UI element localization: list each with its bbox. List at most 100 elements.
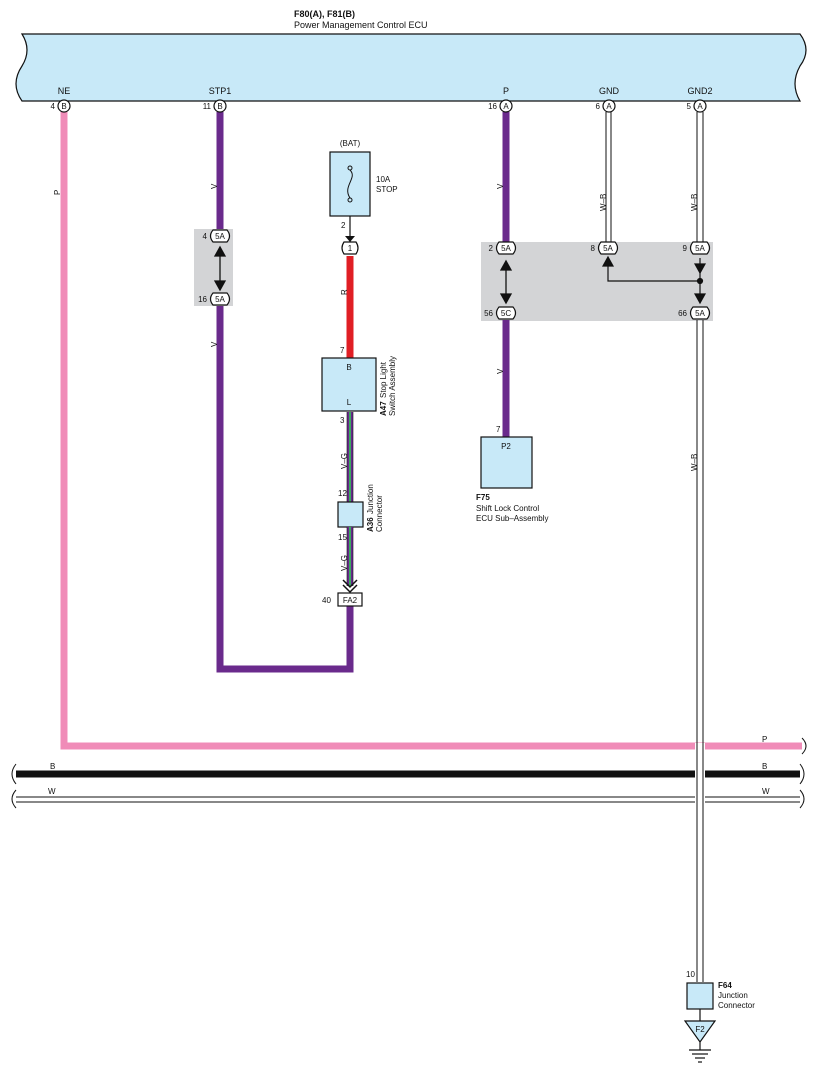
wire-label-w-left: W bbox=[48, 787, 56, 796]
wire-label-p-b: V bbox=[496, 368, 505, 374]
fuse-pin: 2 bbox=[341, 221, 346, 230]
svg-text:66: 66 bbox=[678, 309, 687, 318]
ground-icon bbox=[689, 1042, 711, 1063]
splice-left-conn-4: 5A 4 bbox=[203, 229, 231, 243]
wire-label-vg-1: V–G bbox=[340, 453, 349, 469]
f64-pin: 10 bbox=[686, 970, 695, 979]
wire-label-b-left: B bbox=[50, 762, 55, 771]
fuse-arrow-icon bbox=[345, 236, 355, 242]
a36-body bbox=[337, 501, 364, 528]
wire-label-r: R bbox=[340, 289, 349, 295]
splice-right-conn-8: 5A 8 bbox=[591, 241, 619, 255]
ground-label: F2 bbox=[695, 1025, 705, 1034]
wire-gnd-wb bbox=[605, 112, 612, 242]
svg-text:5A: 5A bbox=[603, 244, 613, 253]
splice-right-conn-9: 5A9 bbox=[683, 241, 711, 255]
wire-label-gnd2-b: W–B bbox=[690, 454, 699, 471]
svg-text:Junction: Junction bbox=[366, 484, 375, 514]
ecu-pin-conn: B bbox=[61, 102, 66, 111]
wire-label-gnd: W–B bbox=[599, 194, 608, 211]
splice-right-arrows-p bbox=[499, 259, 513, 305]
fa2-label: FA2 bbox=[343, 596, 358, 605]
a47-body bbox=[321, 357, 377, 412]
f64-line2: Connector bbox=[718, 1001, 755, 1010]
ecu-pin-conn: B bbox=[217, 102, 222, 111]
pin-label-p: P bbox=[503, 86, 509, 96]
svg-text:4: 4 bbox=[203, 232, 208, 241]
fuse-rating: 10A bbox=[376, 175, 391, 184]
f64-code: F64 bbox=[718, 981, 732, 990]
ecu-pin-conn: A bbox=[606, 102, 612, 111]
ecu-pin-num: 4 bbox=[51, 102, 56, 111]
wire-gnd2-wb bbox=[696, 112, 704, 982]
wire-gnd2-crossover-lines bbox=[696, 743, 704, 805]
wire-label-stp1-a: V bbox=[210, 183, 219, 189]
fuse-name: STOP bbox=[376, 185, 398, 194]
conn-1-label: 1 bbox=[348, 244, 353, 253]
svg-text:5A: 5A bbox=[215, 232, 225, 241]
a36-pin-out: 15 bbox=[338, 533, 347, 542]
splice-right-conn-2: 5A2 bbox=[489, 241, 517, 255]
wire-ne-pink bbox=[60, 112, 802, 750]
svg-text:A36: A36 bbox=[366, 517, 375, 532]
wire-gnd2-crossover bbox=[695, 743, 705, 805]
ecu-pin-num: 11 bbox=[203, 102, 212, 111]
svg-text:56: 56 bbox=[484, 309, 493, 318]
wire-label-vg-2: V–G bbox=[340, 555, 349, 571]
f75-line2: ECU Sub–Assembly bbox=[476, 514, 548, 523]
fa2-chevron-icon bbox=[342, 579, 358, 594]
f75-code: F75 bbox=[476, 493, 490, 502]
wire-vg-2 bbox=[346, 527, 354, 586]
a47-pin-in: 7 bbox=[340, 346, 345, 355]
pin-label-stp1: STP1 bbox=[209, 86, 232, 96]
wire-label-gnd2-a: W–B bbox=[690, 194, 699, 211]
a36-pin-in: 12 bbox=[338, 489, 347, 498]
ecu-name: Power Management Control ECU bbox=[294, 20, 428, 30]
wire-label-b-right: B bbox=[762, 762, 767, 771]
svg-text:Switch Assembly: Switch Assembly bbox=[388, 356, 397, 416]
ecu-pin-num: 5 bbox=[687, 102, 692, 111]
bus-wires bbox=[11, 763, 805, 809]
f75-terminal: P2 bbox=[501, 442, 511, 451]
svg-text:5A: 5A bbox=[695, 244, 705, 253]
svg-text:16: 16 bbox=[198, 295, 207, 304]
svg-text:A47: A47 bbox=[379, 401, 388, 416]
ecu-pin-p: A 16 bbox=[488, 99, 513, 113]
a47-pin-out: 3 bbox=[340, 416, 345, 425]
pin-label-gnd: GND bbox=[599, 86, 620, 96]
splice-right-gnd-link bbox=[601, 255, 707, 305]
a47-terminal-b: B bbox=[346, 363, 351, 372]
ecu-pin-conn: A bbox=[503, 102, 509, 111]
svg-text:5A: 5A bbox=[215, 295, 225, 304]
svg-text:Stop Light: Stop Light bbox=[379, 361, 388, 398]
ecu-pin-conn: A bbox=[697, 102, 703, 111]
f64-line1: Junction bbox=[718, 991, 748, 1000]
svg-text:Connector: Connector bbox=[375, 495, 384, 532]
f75-line1: Shift Lock Control bbox=[476, 504, 539, 513]
fuse-icon bbox=[347, 165, 353, 203]
svg-text:8: 8 bbox=[591, 244, 596, 253]
conn-1 bbox=[341, 241, 359, 255]
wire-label-ne: P bbox=[53, 190, 62, 195]
f75-pin: 7 bbox=[496, 425, 501, 434]
fuse-box bbox=[329, 151, 371, 217]
a47-caption: A47 Stop Light Switch Assembly bbox=[379, 356, 397, 416]
ecu-body bbox=[15, 33, 807, 102]
ecu-pin-gnd2: A5 bbox=[687, 99, 707, 113]
a47-terminal-l: L bbox=[347, 398, 352, 407]
ecu-pin-gnd: A6 bbox=[596, 99, 616, 113]
wire-label-p-bus: P bbox=[762, 735, 767, 744]
f64-body bbox=[686, 982, 714, 1010]
wire-stp1-violet bbox=[216, 112, 354, 673]
splice-left-conn-16: 5A 16 bbox=[198, 292, 231, 306]
fuse-source: (BAT) bbox=[340, 139, 361, 148]
fa2-pin: 40 bbox=[322, 596, 331, 605]
ecu-pin-num: 16 bbox=[488, 102, 497, 111]
ecu-pin-stp1: B 11 bbox=[203, 99, 227, 113]
ecu-pin-num: 6 bbox=[596, 102, 601, 111]
ground-triangle bbox=[683, 1020, 717, 1044]
